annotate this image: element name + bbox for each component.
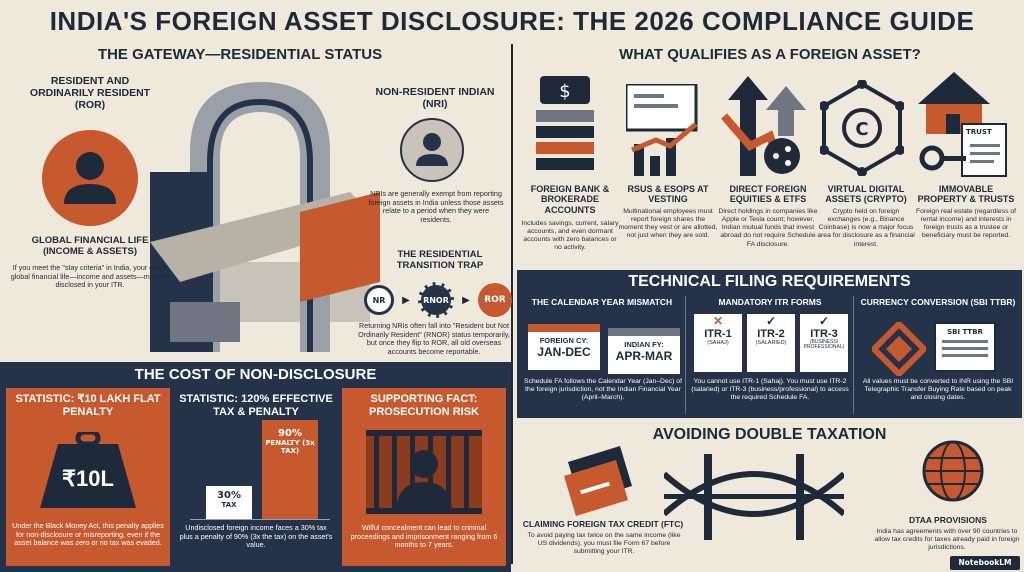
currency-title: CURRENCY CONVERSION (SBI TTBR): [860, 297, 1016, 307]
prosecution-text: Wilful concealment can lead to criminal …: [350, 523, 498, 550]
arrow-right-icon: ▶: [402, 294, 410, 306]
penalty-bar: [262, 420, 318, 519]
bar-baseline: [190, 519, 330, 520]
bridge-icon: [664, 454, 844, 540]
itr-form-3: ✓ ITR-3 (BUSINESS/ PROFESSIONAL): [800, 314, 848, 372]
brand-badge: NotebookLM: [950, 556, 1020, 570]
asset-text-equity: Direct holdings in companies like Apple …: [718, 208, 818, 248]
asset-title-property: IMMOVABLE PROPERTY & TRUSTS: [917, 184, 1015, 205]
tax-bar-value: 30%: [217, 490, 241, 501]
tax-bar: [206, 486, 252, 519]
bank-coins-icon: $: [536, 76, 594, 170]
calendar-card-indian: INDIAN FY: APR-MAR: [608, 328, 680, 374]
filing-title: TECHNICAL FILING REQUIREMENTS: [628, 273, 911, 290]
gateway-illustration: [150, 82, 380, 352]
svg-text:$: $: [559, 81, 570, 102]
asset-title-crypto: VIRTUAL DIGITAL ASSETS (CRYPTO): [825, 184, 907, 205]
growth-chart-icon: [626, 84, 698, 176]
effective-tax-title: STATISTIC: 120% EFFECTIVE TAX & PENALTY: [179, 393, 333, 418]
double-tax-title: AVOIDING DOUBLE TAXATION: [652, 426, 887, 443]
itr-form-1-sub: (SAHAJ): [707, 340, 729, 346]
ftc-text: To avoid paying tax twice on the same in…: [527, 532, 681, 556]
sbi-ttbr-label: SBI TTBR: [947, 328, 983, 336]
itr-form-2: ✓ ITR-2 (SALARIED): [747, 314, 795, 372]
direct-equity-icon: [720, 76, 806, 176]
trap-text: Returning NRIs often fall into "Resident…: [358, 321, 510, 356]
trap-node-nr: NR: [364, 285, 394, 315]
itr-form-3-sub: (BUSINESS/ PROFESSIONAL): [803, 339, 845, 350]
check-icon: ✓: [818, 314, 830, 328]
asset-text-property: Foreign real estate (regardless of renta…: [915, 208, 1017, 240]
ror-title: RESIDENT AND ORDINARILY RESIDENT (ROR): [29, 75, 151, 112]
globe-icon: [922, 440, 984, 502]
filing-divider-2: [853, 296, 854, 414]
penalty-bar-value: 90%: [278, 428, 302, 439]
calendar-title: THE CALENDAR YEAR MISMATCH: [531, 297, 673, 307]
penalty-text: Under the Black Money Act, this penalty …: [12, 521, 164, 548]
cost-title: THE COST OF NON-DISCLOSURE: [134, 366, 377, 383]
dtaa-text: India has agreements with over 90 countr…: [874, 528, 1020, 552]
trap-title: THE RESIDENTIAL TRANSITION TRAP: [396, 249, 484, 271]
document-stack-icon: [564, 446, 632, 516]
main-title: INDIA'S FOREIGN ASSET DISCLOSURE: THE 20…: [49, 6, 975, 36]
filing-divider-1: [685, 296, 686, 414]
ror-text: If you meet the "stay criteria" in India…: [10, 263, 170, 290]
check-icon: ✓: [765, 314, 777, 328]
tax-bar-label: TAX: [221, 501, 237, 509]
house-trust-icon: [918, 72, 1007, 177]
itr-form-1: ✕ ITR-1 (SAHAJ): [694, 314, 742, 372]
itr-form-2-name: ITR-2: [757, 328, 785, 340]
itr-text: You cannot use ITR-1 (Sahaj). You must u…: [691, 378, 849, 402]
ror-subtitle: GLOBAL FINANCIAL LIFE (INCOME & ASSETS): [31, 235, 149, 257]
trap-node-rnor: RNOR: [417, 282, 454, 318]
calendar-card-indian-top: INDIAN FY:: [624, 340, 664, 349]
calendar-card-foreign: FOREIGN CY: JAN-DEC: [528, 324, 600, 370]
itr-forms-row: ✕ ITR-1 (SAHAJ) ✓ ITR-2 (SALARIED) ✓ ITR…: [694, 314, 848, 374]
ftc-title: CLAIMING FOREIGN TAX CREDIT (FTC): [522, 519, 684, 529]
assets-title: WHAT QUALIFIES AS A FOREIGN ASSET?: [619, 46, 921, 63]
prosecution-title: SUPPORTING FACT: PROSECUTION RISK: [368, 393, 479, 418]
prison-bars-icon: [366, 430, 482, 514]
currency-text: All values must be converted to INR usin…: [862, 378, 1014, 402]
penalty-badge: ₹10L: [62, 466, 114, 491]
asset-text-crypto: Crypto held on foreign exchanges (e.g., …: [817, 208, 915, 248]
currency-exchange-icon: [872, 322, 926, 376]
center-divider: [511, 44, 513, 564]
residential-title: THE GATEWAY—RESIDENTIAL STATUS: [97, 46, 383, 63]
itr-title: MANDATORY ITR FORMS: [718, 297, 822, 307]
itr-form-3-name: ITR-3: [810, 328, 838, 340]
penalty-bar-label: PENALTY (3x TAX): [265, 439, 315, 455]
svg-text:C: C: [855, 119, 868, 140]
ror-person-icon: [42, 130, 138, 226]
calendar-text: Schedule FA follows the Calendar Year (J…: [524, 378, 682, 402]
cross-icon: ✕: [712, 314, 724, 328]
calendar-card-foreign-top: FOREIGN CY:: [539, 336, 589, 345]
trust-label: TRUST: [966, 128, 992, 136]
nri-person-icon: [400, 118, 464, 182]
asset-title-bank: FOREIGN BANK & BROKERADE ACCOUNTS: [530, 184, 610, 215]
asset-title-rsu: RSUs & ESOPS AT VESTING: [627, 184, 709, 205]
weight-icon: [40, 432, 136, 508]
calendar-card-foreign-bottom: JAN-DEC: [537, 345, 591, 359]
asset-text-rsu: Multinational employees must report fore…: [618, 208, 718, 240]
trap-node-ror: ROR: [477, 283, 512, 317]
arrow-right-icon: ▶: [462, 294, 470, 306]
asset-text-bank: Includes savings, current, salary accoun…: [521, 220, 619, 252]
crypto-hex-icon: C: [820, 80, 904, 176]
asset-title-equity: DIRECT FOREIGN EQUITIES & ETFS: [729, 184, 807, 205]
nri-text: NRIs are generally exempt from reporting…: [368, 189, 504, 224]
itr-form-2-sub: (SALARIED): [755, 340, 787, 346]
trap-flow: NR ▶ RNOR ▶ ROR: [364, 282, 512, 318]
penalty-title: STATISTIC: ₹10 LAKH FLAT PENALTY: [15, 393, 161, 418]
calendar-card-indian-bottom: APR-MAR: [615, 349, 673, 363]
effective-tax-text: Undisclosed foreign income faces a 30% t…: [179, 523, 333, 550]
nri-title: NON-RESIDENT INDIAN (NRI): [375, 86, 495, 111]
sbi-ttbr-document: SBI TTBR: [934, 322, 996, 372]
dtaa-title: DTAA PROVISIONS: [909, 515, 987, 525]
itr-form-1-name: ITR-1: [704, 328, 732, 340]
